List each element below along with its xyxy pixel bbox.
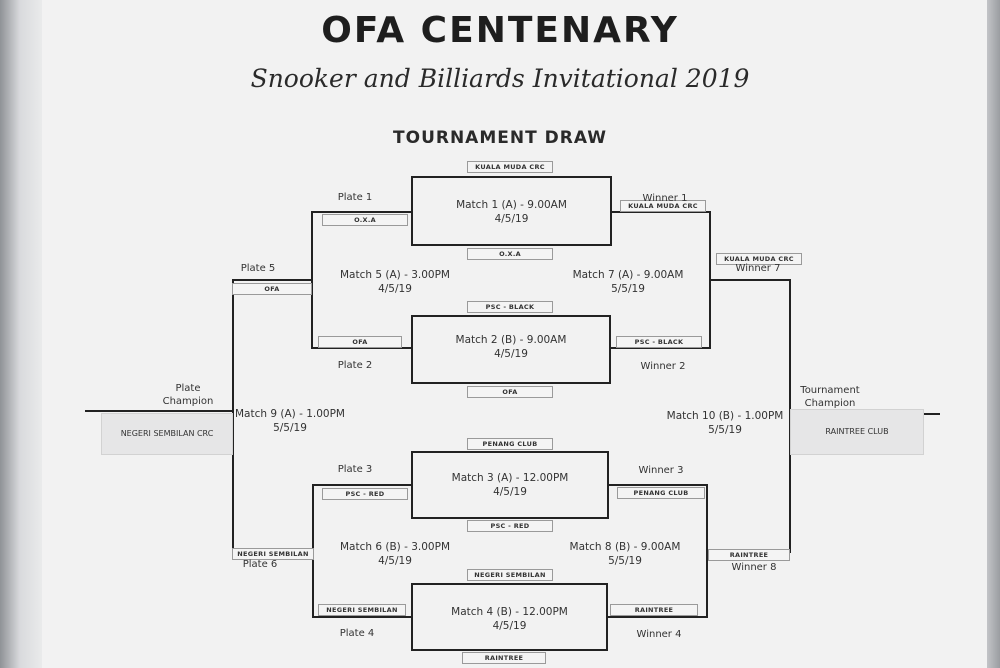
match-1-info: Match 1 (A) - 9.00AM 4/5/19 bbox=[412, 198, 611, 226]
team-label-m2-bottom: OFA bbox=[467, 386, 553, 398]
event-title: OFA CENTENARY bbox=[321, 10, 679, 51]
caption-plate-4: Plate 4 bbox=[339, 628, 375, 639]
section-title: TOURNAMENT DRAW bbox=[393, 128, 607, 148]
team-label-m3-top: PENANG CLUB bbox=[467, 438, 553, 450]
match-4-name: Match 4 (B) - 12.00PM bbox=[451, 606, 568, 618]
match-9-info: Match 9 (A) - 1.00PM 5/5/19 bbox=[225, 407, 355, 435]
caption-plate-1: Plate 1 bbox=[337, 192, 373, 203]
caption-plate-6: Plate 6 bbox=[242, 559, 278, 570]
team-label-winner3: PENANG CLUB bbox=[617, 487, 705, 499]
match-5-name: Match 5 (A) - 3.00PM bbox=[339, 269, 450, 281]
match-9-date: 5/5/19 bbox=[273, 422, 307, 434]
match-9-name: Match 9 (A) - 1.00PM bbox=[234, 408, 345, 420]
match-1-name: Match 1 (A) - 9.00AM bbox=[456, 199, 567, 211]
team-label-winner8: RAINTREE bbox=[708, 549, 790, 561]
team-label-m3-bottom: PSC - RED bbox=[467, 520, 553, 532]
event-subtitle: Snooker and Billiards Invitational 2019 bbox=[250, 64, 750, 93]
plate-champion-box: NEGERI SEMBILAN CRC bbox=[101, 413, 233, 455]
match-3-date: 4/5/19 bbox=[493, 486, 527, 498]
caption-tournament-champion: Tournament Champion bbox=[800, 385, 860, 409]
caption-winner-3: Winner 3 bbox=[638, 465, 684, 476]
match-8-name: Match 8 (B) - 9.00AM bbox=[569, 541, 681, 553]
match-6-date: 4/5/19 bbox=[378, 555, 412, 567]
team-label-plate6: NEGERI SEMBILAN CRC bbox=[232, 548, 314, 560]
team-label-m1-top: KUALA MUDA CRC bbox=[467, 161, 553, 173]
team-label-winner7: KUALA MUDA CRC bbox=[716, 253, 802, 265]
match-3-name: Match 3 (A) - 12.00PM bbox=[451, 472, 569, 484]
caption-winner-2: Winner 2 bbox=[640, 361, 686, 372]
team-label-m2-top: PSC - BLACK bbox=[467, 301, 553, 313]
caption-winner-1: Winner 1 bbox=[642, 193, 688, 204]
caption-winner-7: Winner 7 bbox=[735, 263, 781, 274]
match-7-date: 5/5/19 bbox=[611, 283, 645, 295]
caption-plate-2: Plate 2 bbox=[337, 360, 373, 371]
match-2-info: Match 2 (B) - 9.00AM 4/5/19 bbox=[412, 333, 610, 361]
match-8-date: 5/5/19 bbox=[608, 555, 642, 567]
caption-plate-champion: Plate Champion bbox=[162, 383, 214, 407]
match-7-name: Match 7 (A) - 9.00AM bbox=[572, 269, 684, 281]
match-8-info: Match 8 (B) - 9.00AM 5/5/19 bbox=[560, 540, 690, 568]
caption-winner-4: Winner 4 bbox=[636, 629, 682, 640]
match-4-info: Match 4 (B) - 12.00PM 4/5/19 bbox=[412, 605, 607, 633]
team-label-m1-bottom: O.X.A bbox=[467, 248, 553, 260]
match-1-date: 4/5/19 bbox=[494, 213, 529, 225]
team-label-plate5: OFA bbox=[232, 283, 312, 295]
team-label-plate1: O.X.A bbox=[322, 214, 408, 226]
team-label-m4-bottom: RAINTREE bbox=[462, 652, 546, 664]
poster-board bbox=[42, 0, 987, 668]
team-label-winner1: KUALA MUDA CRC bbox=[620, 200, 706, 212]
match-7-info: Match 7 (A) - 9.00AM 5/5/19 bbox=[563, 268, 693, 296]
team-label-winner4: RAINTREE bbox=[610, 604, 698, 616]
team-label-plate3: PSC - RED bbox=[322, 488, 408, 500]
match-2-box bbox=[411, 315, 611, 384]
match-2-date: 4/5/19 bbox=[494, 348, 528, 360]
team-label-plate2: OFA bbox=[318, 336, 402, 348]
caption-plate-3: Plate 3 bbox=[337, 464, 373, 475]
match-6-name: Match 6 (B) - 3.00PM bbox=[339, 541, 451, 553]
team-label-winner2: PSC - BLACK bbox=[616, 336, 702, 348]
match-10-date: 5/5/19 bbox=[708, 424, 742, 436]
match-5-date: 4/5/19 bbox=[378, 283, 412, 295]
match-10-name: Match 10 (B) - 1.00PM bbox=[666, 410, 784, 422]
match-3-info: Match 3 (A) - 12.00PM 4/5/19 bbox=[412, 471, 608, 499]
match-2-name: Match 2 (B) - 9.00AM bbox=[455, 334, 567, 346]
team-label-m4-top: NEGERI SEMBILAN CRC bbox=[467, 569, 553, 581]
team-label-plate4: NEGERI SEMBILAN CRC bbox=[318, 604, 406, 616]
caption-plate-5: Plate 5 bbox=[240, 263, 276, 274]
match-10-info: Match 10 (B) - 1.00PM 5/5/19 bbox=[655, 409, 795, 437]
match-5-info: Match 5 (A) - 3.00PM 4/5/19 bbox=[330, 268, 460, 296]
caption-winner-8: Winner 8 bbox=[731, 562, 777, 573]
match-6-info: Match 6 (B) - 3.00PM 4/5/19 bbox=[330, 540, 460, 568]
tournament-champion-box: RAINTREE CLUB bbox=[790, 409, 924, 455]
match-4-date: 4/5/19 bbox=[492, 620, 527, 632]
